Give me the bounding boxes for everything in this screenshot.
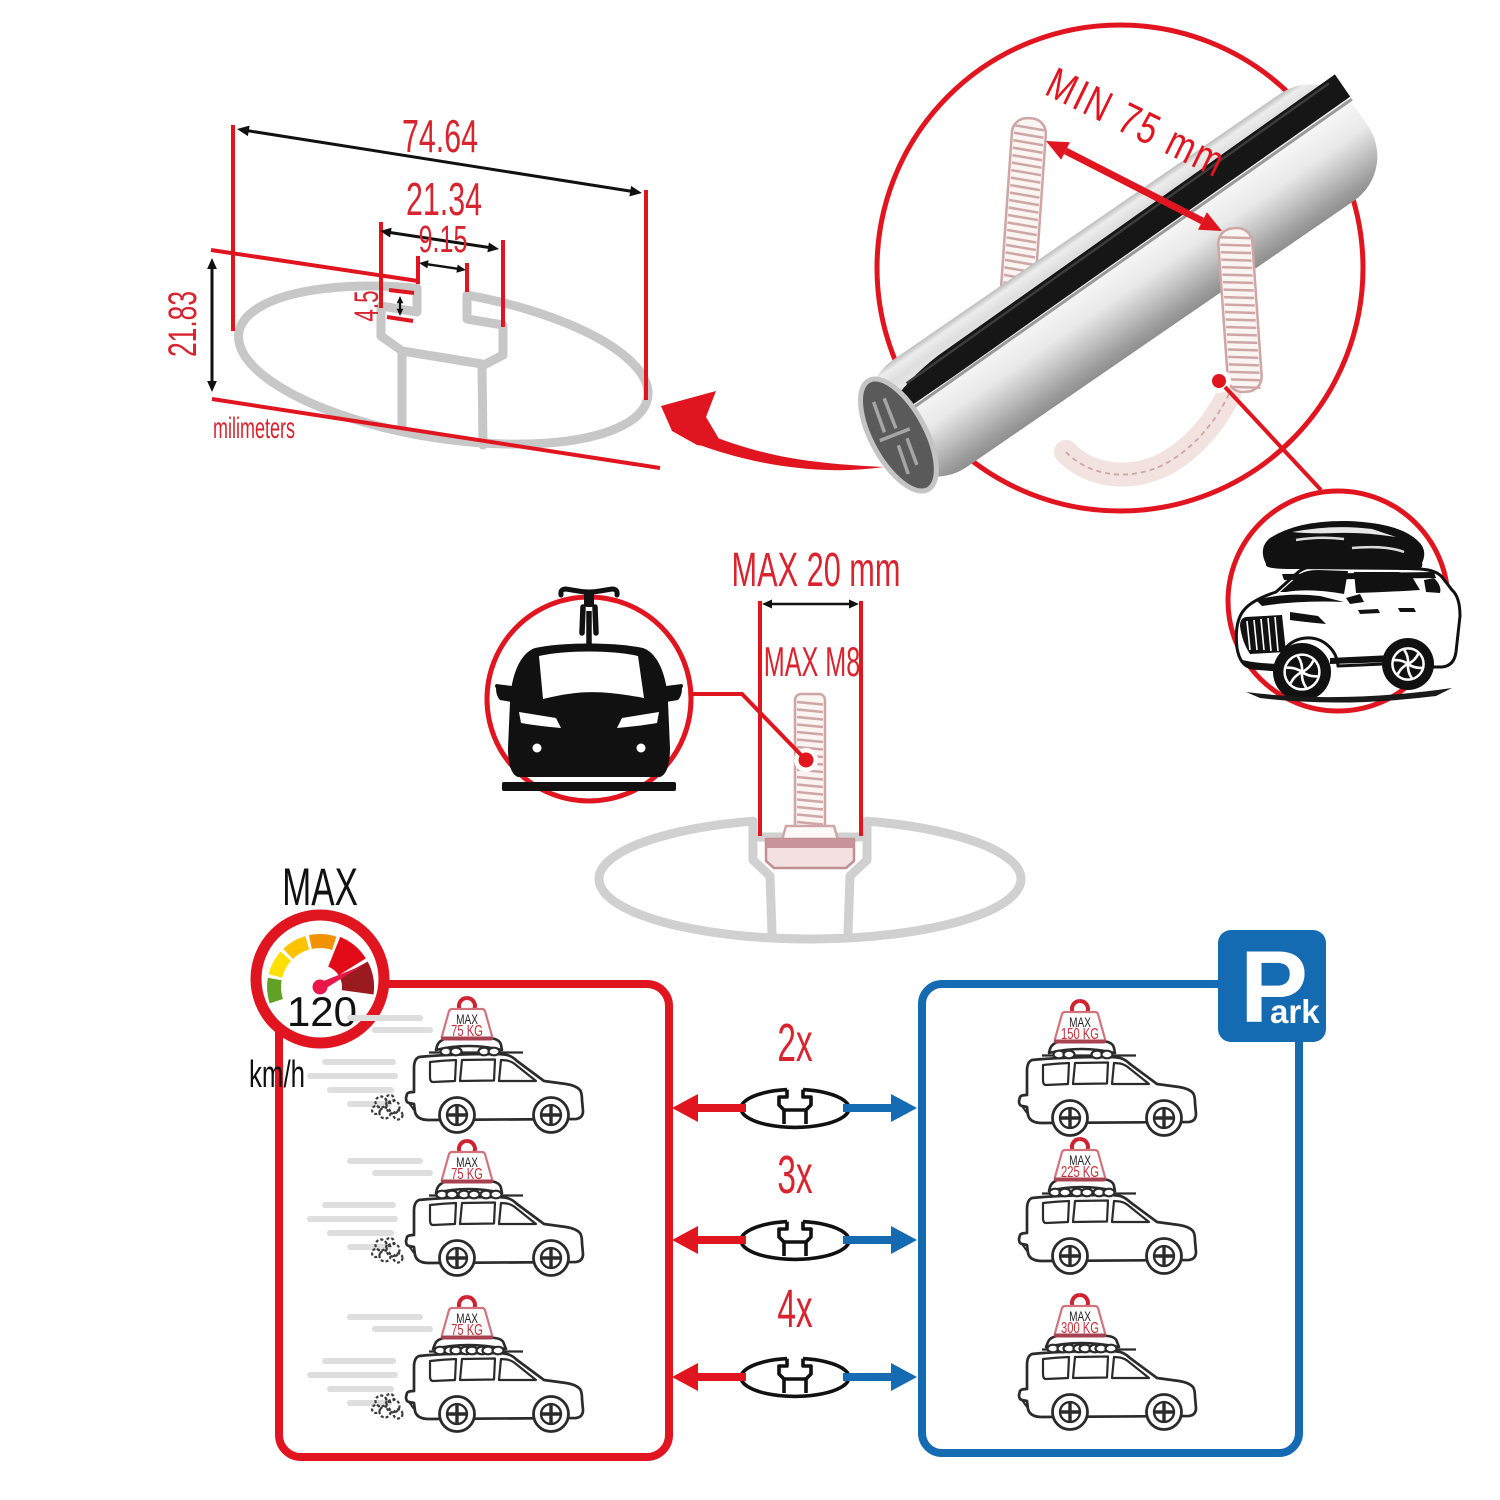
- svg-text:150 KG: 150 KG: [1061, 1024, 1099, 1043]
- svg-text:74.64: 74.64: [402, 112, 478, 163]
- svg-text:4x: 4x: [777, 1278, 812, 1339]
- svg-text:75 KG: 75 KG: [451, 1021, 483, 1040]
- svg-text:MAX: MAX: [456, 1011, 478, 1027]
- svg-text:75 KG: 75 KG: [451, 1164, 483, 1183]
- svg-text:9.15: 9.15: [419, 218, 468, 260]
- svg-text:3x: 3x: [777, 1144, 812, 1205]
- svg-text:75 KG: 75 KG: [451, 1320, 483, 1339]
- svg-text:MAX: MAX: [1069, 1308, 1091, 1324]
- svg-text:300 KG: 300 KG: [1061, 1318, 1099, 1337]
- svg-text:ark: ark: [1270, 993, 1320, 1030]
- svg-text:MAX: MAX: [456, 1154, 478, 1170]
- svg-text:4.5: 4.5: [348, 290, 386, 321]
- svg-text:2x: 2x: [777, 1012, 812, 1073]
- svg-text:MAX: MAX: [1069, 1152, 1091, 1168]
- svg-text:21.34: 21.34: [406, 175, 482, 226]
- svg-text:225 KG: 225 KG: [1061, 1162, 1099, 1181]
- svg-text:km/h: km/h: [249, 1053, 305, 1095]
- svg-text:milimeters: milimeters: [213, 413, 295, 446]
- svg-text:120: 120: [287, 988, 357, 1035]
- svg-text:MAX: MAX: [1069, 1014, 1091, 1030]
- svg-text:P: P: [1240, 930, 1308, 1044]
- svg-text:MAX M8: MAX M8: [764, 640, 861, 686]
- svg-text:MAX 20 mm: MAX 20 mm: [732, 543, 901, 597]
- svg-text:MAX: MAX: [282, 857, 358, 917]
- svg-text:MAX: MAX: [456, 1310, 478, 1326]
- svg-text:21.83: 21.83: [161, 291, 206, 357]
